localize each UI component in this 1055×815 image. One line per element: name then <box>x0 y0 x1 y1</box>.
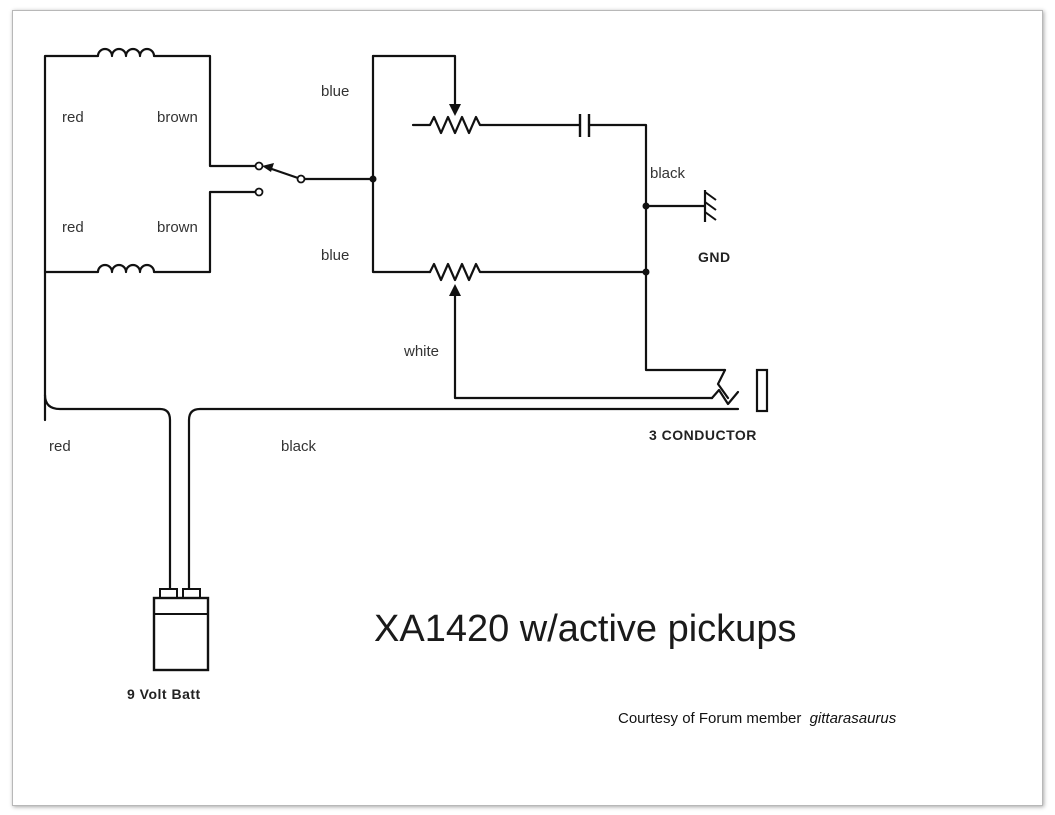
label-3-conductor: 3 CONDUCTOR <box>649 427 757 443</box>
tone-pot-wiper <box>371 54 457 112</box>
label-top-brown: brown <box>157 109 198 126</box>
credit-line: Courtesy of Forum member gittarasaurus <box>618 710 897 727</box>
ground-icon <box>646 190 717 222</box>
blue-bus-wire <box>371 54 432 274</box>
tone-pot-icon <box>411 115 582 135</box>
label-black-jack: black <box>650 165 686 182</box>
top-pickup-wire <box>43 47 257 422</box>
label-white: white <box>403 343 439 360</box>
label-blue-bottom: blue <box>321 247 349 264</box>
capacitor-icon <box>578 114 591 137</box>
label-gnd: GND <box>698 249 731 265</box>
label-battery-red: red <box>49 438 71 455</box>
battery-red-wire <box>43 393 172 594</box>
pickup-selector-switch <box>254 161 373 197</box>
bottom-pickup-wire <box>43 190 257 274</box>
label-blue-top: blue <box>321 83 349 100</box>
battery-icon <box>152 588 210 672</box>
jack-icon <box>710 368 769 413</box>
label-bottom-brown: brown <box>157 219 198 236</box>
label-bottom-red: red <box>62 219 84 236</box>
label-battery-black: black <box>281 438 317 455</box>
credit-prefix: Courtesy of Forum member <box>618 710 801 727</box>
cap-to-ground-wire <box>587 123 727 372</box>
diagram-title: XA1420 w/active pickups <box>374 608 796 650</box>
white-wire <box>453 294 714 400</box>
credit-member: gittarasaurus <box>810 710 897 727</box>
label-battery: 9 Volt Batt <box>127 686 201 702</box>
volume-pot-icon <box>428 262 648 282</box>
battery-black-wire <box>187 407 740 594</box>
label-top-red: red <box>62 109 84 126</box>
